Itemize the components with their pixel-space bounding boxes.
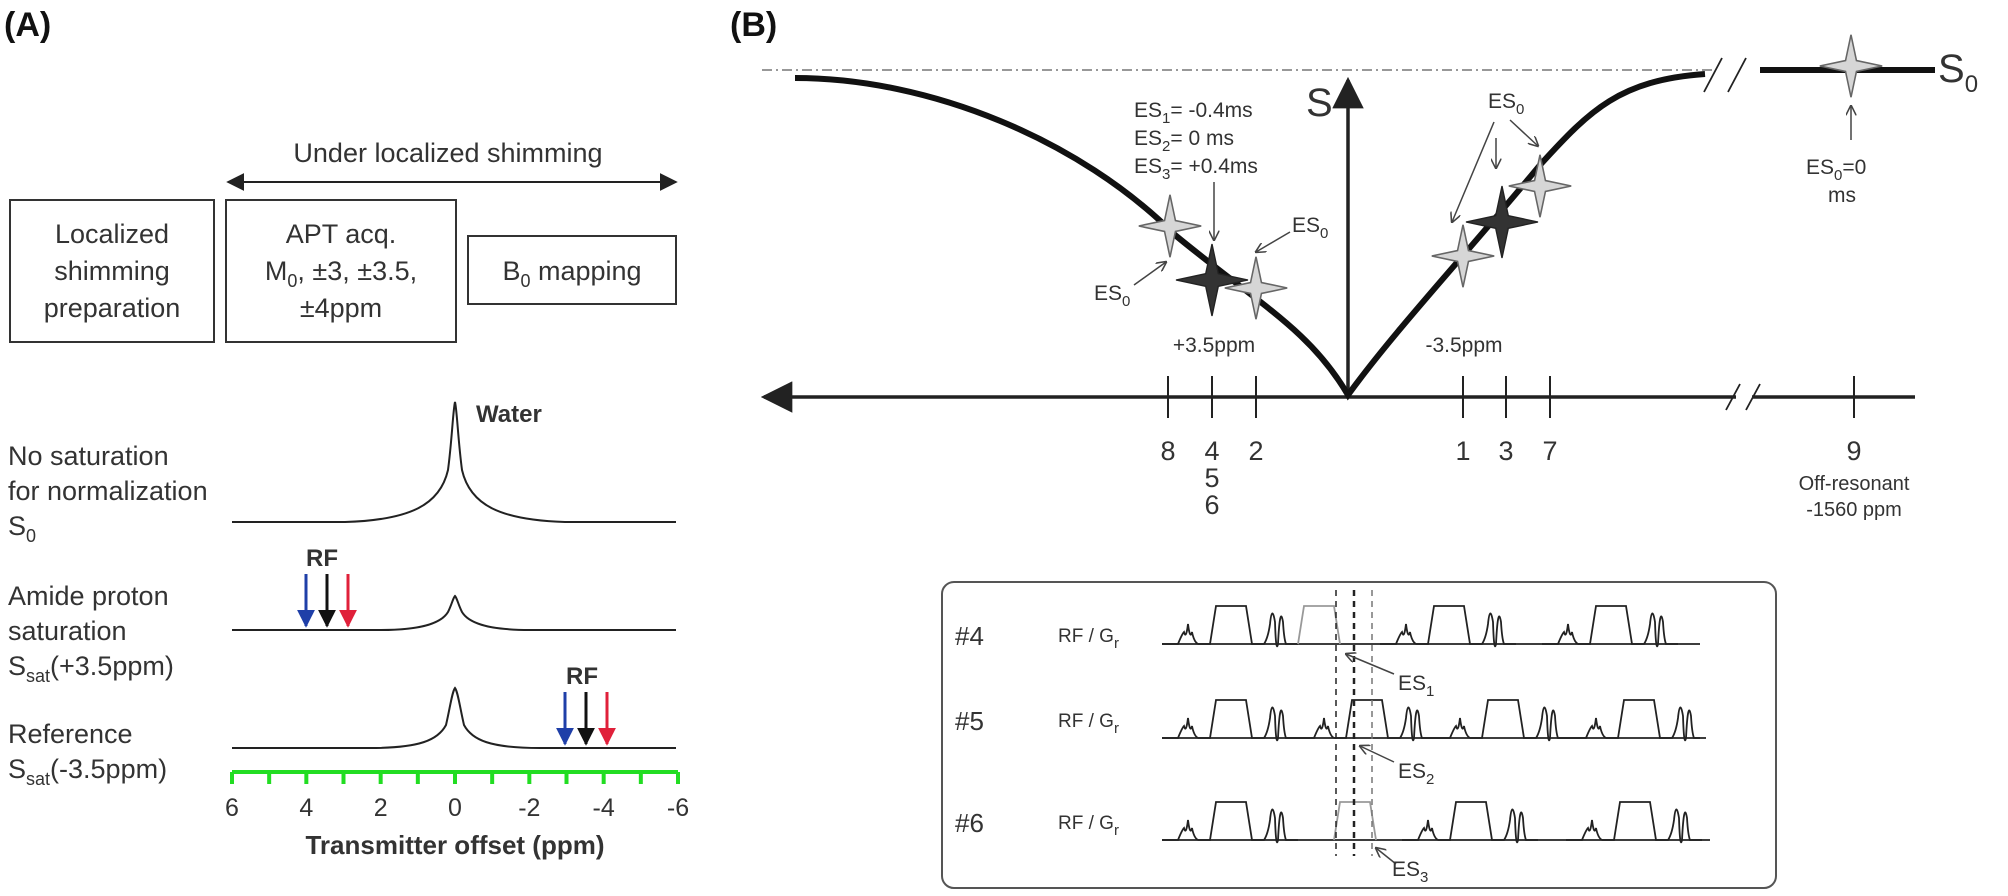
- row-id-6: #6: [955, 808, 984, 838]
- es0-label-mid: ES0: [1292, 214, 1328, 242]
- tick-7: 7: [1542, 436, 1557, 466]
- panel-a-label: (A): [4, 6, 51, 44]
- ppm-tick-label: 6: [225, 794, 239, 822]
- star-es-set-right: [1465, 185, 1539, 259]
- ppm-axis: [230, 770, 680, 784]
- offresonant-line-2: -1560 ppm: [1806, 499, 1902, 521]
- curve-break-gap: [1712, 50, 1742, 90]
- offresonant-line-1: Off-resonant: [1799, 473, 1910, 495]
- star-es0-upper-right: [1508, 154, 1572, 218]
- row-channel-5: RF / Gr: [1058, 711, 1119, 737]
- water-spectrum: [232, 401, 676, 523]
- tick-8: 8: [1160, 436, 1175, 466]
- es2-pointer: [1360, 746, 1395, 763]
- es3-box-label: ES3: [1392, 858, 1428, 886]
- amide-spectrum: [232, 594, 676, 631]
- apt-line-2: M0, ±3, ±3.5,: [265, 256, 417, 291]
- amide-line-2: saturation: [8, 616, 127, 646]
- b0-label: B0 mapping: [502, 256, 641, 291]
- amide-line-1: Amide proton: [8, 581, 169, 611]
- ref-symbol: Ssat(-3.5ppm): [8, 754, 167, 789]
- tick-4: 4: [1204, 436, 1219, 466]
- es3-pointer: [1376, 848, 1397, 865]
- prep-box: [9, 199, 215, 343]
- curve-break-left: [1703, 57, 1723, 93]
- rf-label-ref: RF: [566, 663, 598, 690]
- tick-6: 6: [1204, 490, 1219, 520]
- sequence-box: [941, 581, 1777, 889]
- ppm-tick-label: 0: [448, 794, 462, 822]
- ppm-tick-label: -4: [593, 794, 615, 822]
- ppm-tick-label: 4: [299, 794, 313, 822]
- es0-offresonant-unit: ms: [1828, 184, 1856, 207]
- axis-break-right: [1745, 383, 1761, 411]
- rf-label-amide: RF: [306, 545, 338, 572]
- es2-box-label: ES2: [1398, 760, 1434, 788]
- prep-line-2: shimming: [54, 256, 170, 286]
- z-spectrum-curve: [794, 71, 1706, 401]
- apt-box: [225, 199, 457, 343]
- row-id-5: #5: [955, 706, 984, 736]
- es3-label: ES3= +0.4ms: [1134, 155, 1258, 183]
- prep-line-3: preparation: [44, 293, 181, 323]
- es1-label: ES1= -0.4ms: [1134, 99, 1253, 127]
- curve-break-right: [1727, 57, 1747, 93]
- row-channel-4: RF / Gr: [1058, 626, 1119, 652]
- reference-spectrum: [232, 686, 676, 749]
- es0-pointer-right-1: [1452, 121, 1495, 222]
- es0-offresonant-label: ES0=0: [1806, 156, 1866, 184]
- ppm-tick-labels: 6 4 2 0 -2 -4 -6: [225, 794, 689, 822]
- axis-break-left: [1725, 383, 1741, 411]
- ppm-neg-label: -3.5ppm: [1425, 334, 1502, 357]
- shimming-header: Under localized shimming: [293, 138, 602, 168]
- tick-9: 9: [1846, 436, 1861, 466]
- ppm-tick-label: -2: [518, 794, 540, 822]
- b0-box: [467, 235, 677, 305]
- ppm-tick-label: -6: [667, 794, 689, 822]
- row-id-4: #4: [955, 621, 984, 651]
- nosat-line-1: No saturation: [8, 441, 169, 471]
- ref-line-1: Reference: [8, 719, 133, 749]
- apt-line-1: APT acq.: [286, 219, 397, 249]
- s0-label: S0: [1938, 47, 1978, 98]
- es1-box-label: ES1: [1398, 672, 1434, 700]
- signal-axis-label: S: [1306, 81, 1333, 125]
- star-es-set-left: [1175, 243, 1249, 317]
- es2-label: ES2= 0 ms: [1134, 127, 1234, 155]
- tick-1: 1: [1455, 436, 1470, 466]
- apt-line-3: ±4ppm: [300, 293, 382, 323]
- es0-label-right: ES0: [1488, 90, 1524, 118]
- es0-pointer-lower-left: [1133, 262, 1166, 286]
- row-channel-6: RF / Gr: [1058, 813, 1119, 839]
- frequency-ticks: [1167, 376, 1855, 418]
- nosat-symbol: S0: [8, 511, 36, 546]
- es0-pointer-right-3: [1509, 119, 1538, 146]
- panel-b-label: (B): [730, 6, 777, 44]
- es0-label-lower-left: ES0: [1094, 282, 1130, 310]
- es0-pointer-mid: [1256, 231, 1291, 252]
- sequence-row-5: #5 RF / Gr: [955, 699, 1707, 742]
- star-es0-right-left: [1224, 256, 1288, 320]
- amide-symbol: Ssat(+3.5ppm): [8, 651, 174, 686]
- tick-5: 5: [1204, 463, 1219, 493]
- prep-line-1: Localized: [55, 219, 169, 249]
- water-label: Water: [476, 401, 542, 428]
- sequence-row-6: #6 RF / Gr: [955, 801, 1710, 844]
- nosat-line-2: for normalization: [8, 476, 208, 506]
- ppm-axis-title: Transmitter offset (ppm): [305, 830, 604, 860]
- tick-3: 3: [1498, 436, 1513, 466]
- es1-pointer: [1346, 654, 1395, 675]
- ppm-tick-label: 2: [374, 794, 388, 822]
- ppm-pos-label: +3.5ppm: [1173, 334, 1255, 357]
- sequence-row-4: #4 RF / Gr: [955, 605, 1700, 652]
- star-es0-offresonant: [1819, 34, 1883, 98]
- tick-2: 2: [1248, 436, 1263, 466]
